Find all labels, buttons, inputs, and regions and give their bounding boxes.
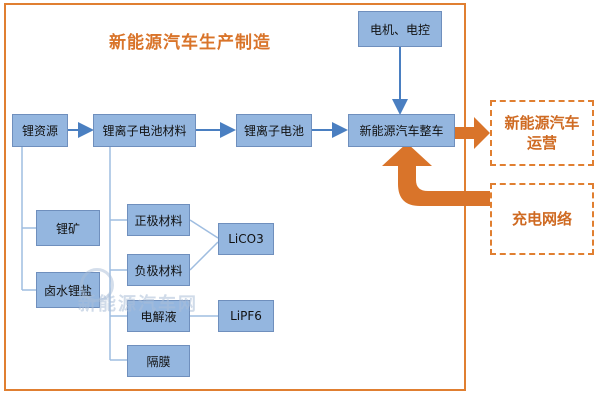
node-anode: 负极材料 xyxy=(127,254,190,286)
watermark-text: 新能源汽车网 xyxy=(78,294,198,315)
node-lithium-ore: 锂矿 xyxy=(36,210,100,246)
node-charging: 充电网络 xyxy=(490,183,594,255)
watermark-logo xyxy=(80,268,114,302)
node-battery: 锂离子电池 xyxy=(236,114,312,147)
node-vehicle: 新能源汽车整车 xyxy=(348,114,455,147)
node-operation-label: 新能源汽车 运营 xyxy=(504,113,580,152)
node-motor-control: 电机、电控 xyxy=(358,11,442,47)
node-cathode: 正极材料 xyxy=(127,204,190,236)
node-electrolyte: 电解液 xyxy=(127,300,190,332)
node-lico3: LiCO3 xyxy=(218,223,274,255)
orange-arrow-to-operation xyxy=(455,117,490,149)
node-operation: 新能源汽车 运营 xyxy=(490,100,594,166)
orange-curved-arrow-from-charging xyxy=(382,143,490,206)
node-lithium-resource: 锂资源 xyxy=(12,114,68,147)
node-battery-material: 锂离子电池材料 xyxy=(93,114,196,147)
node-separator: 隔膜 xyxy=(127,345,190,377)
node-lipf6: LiPF6 xyxy=(218,300,274,332)
diagram-title: 新能源汽车生产制造 xyxy=(109,33,271,53)
